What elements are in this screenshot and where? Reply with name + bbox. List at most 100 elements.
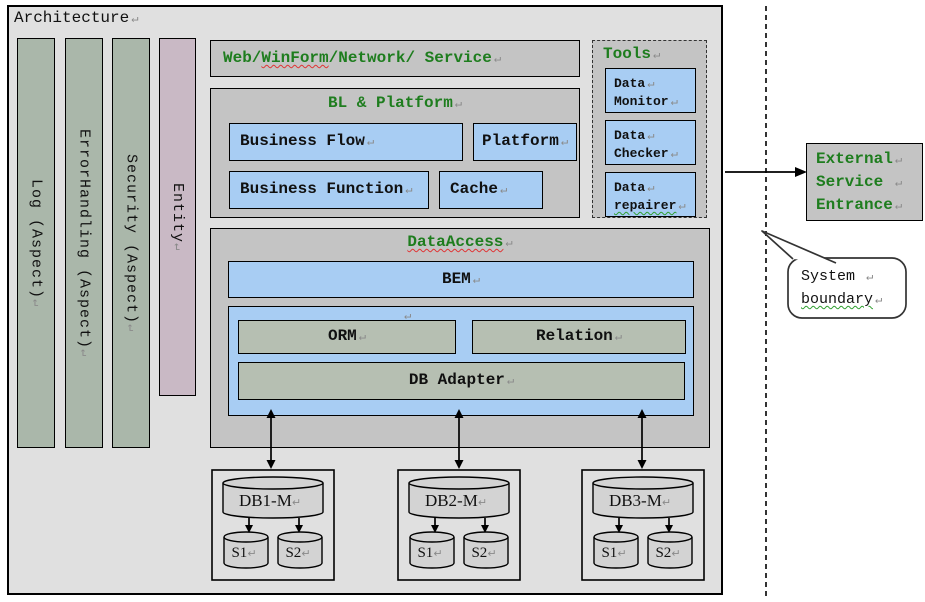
aspect-bar-security: Security (Aspect)↵ [112, 38, 150, 448]
data-access-title-text: DataAccess [407, 233, 504, 251]
business-flow-label: Business Flow [240, 132, 365, 150]
paragraph-mark: ↵ [301, 547, 310, 560]
paragraph-mark: ↵ [405, 182, 413, 196]
db2-slave2-label: S2 [471, 545, 487, 561]
paragraph-mark: ↵ [366, 134, 375, 148]
db1-master-cylinder [222, 483, 324, 519]
business-function-box: Business Function↵ [229, 171, 429, 209]
svg-text:S2↵: S2↵ [655, 545, 680, 561]
svg-text:DB1-M↵: DB1-M↵ [239, 491, 301, 510]
svg-text:S1↵: S1↵ [231, 545, 256, 561]
paragraph-mark: ↵ [614, 329, 623, 343]
svg-text:S2↵: S2↵ [471, 545, 496, 561]
web-service-label-pre: Web/ [223, 49, 262, 67]
db2-slave1-label: S1 [417, 545, 433, 561]
external-service-box: External↵ Service ↵ Entrance↵ [806, 143, 923, 221]
bem-box: BEM↵ [228, 261, 694, 298]
db3-master-label: DB3-M [609, 491, 662, 510]
paragraph-mark: ↵ [433, 547, 442, 560]
platform-box: Platform↵ [473, 123, 577, 161]
paragraph-mark: ↵ [131, 11, 139, 25]
paragraph-mark: ↵ [171, 242, 186, 252]
paragraph-mark: ↵ [647, 128, 655, 142]
paragraph-mark: ↵ [678, 198, 686, 212]
tools-title: Tools↵ [603, 45, 660, 63]
aspect-bar-errorhandling-label: ErrorHandling (Aspect) [75, 128, 93, 349]
paragraph-mark: ↵ [404, 309, 412, 323]
paragraph-mark: ↵ [894, 152, 903, 166]
db3-slave1-cylinder [593, 537, 639, 569]
aspect-bar-entity-label: Entity [169, 182, 186, 243]
paragraph-mark: ↵ [487, 547, 496, 560]
paragraph-mark: ↵ [662, 496, 671, 509]
db-group-2-border [397, 469, 521, 581]
external-service-line1: External [816, 150, 893, 168]
paragraph-mark: ↵ [670, 146, 678, 160]
db-group-1-border [211, 469, 335, 581]
tools-title-text: Tools [603, 45, 652, 63]
db-group-2: DB2-M↵ S1↵ S2↵ [397, 469, 521, 581]
db1-slave1-label: S1 [231, 545, 247, 561]
paragraph-mark: ↵ [617, 547, 626, 560]
bl-platform-title-text: BL & Platform [327, 94, 453, 112]
db2-master-label: DB2-M [425, 491, 478, 510]
paragraph-mark: ↵ [472, 272, 481, 286]
db2-master-cylinder [408, 483, 510, 519]
relation-box: Relation↵ [472, 320, 686, 354]
db1-slave2-cylinder [277, 537, 323, 569]
db-group-3: DB3-M↵ S1↵ S2↵ [581, 469, 705, 581]
paragraph-mark: ↵ [506, 373, 515, 387]
paragraph-mark: ↵ [454, 96, 463, 110]
paragraph-mark: ↵ [247, 547, 256, 560]
aspect-bar-security-label: Security (Aspect) [122, 153, 140, 324]
relation-label: Relation [535, 327, 613, 345]
data-checker-box: Data↵ Checker↵ [605, 120, 696, 165]
aspect-bar-log: Log (Aspect)↵ [17, 38, 55, 448]
data-monitor-line2: Monitor [614, 94, 669, 109]
architecture-title: Architecture↵ [14, 9, 138, 27]
external-service-arrow [725, 167, 807, 177]
svg-text:S1↵: S1↵ [417, 545, 442, 561]
db-group-3-border [581, 469, 705, 581]
double-arrow-db1 [266, 409, 276, 469]
web-service-box: Web/WinForm/Network/ Service↵ [210, 40, 580, 77]
paragraph-mark: ↵ [505, 235, 513, 249]
orm-label: ORM [327, 327, 357, 345]
architecture-title-text: Architecture [14, 9, 130, 27]
platform-label: Platform [482, 132, 559, 150]
db-adapter-label: DB Adapter [408, 371, 505, 389]
paragraph-mark: ↵ [894, 198, 903, 212]
paragraph-mark: ↵ [653, 47, 661, 61]
paragraph-mark: ↵ [358, 329, 367, 343]
orm-box: ORM↵ [238, 320, 456, 354]
data-access-inner-container: ↵ ORM↵ Relation↵ DB Adapter↵ [228, 306, 694, 416]
paragraph-mark: ↵ [894, 175, 903, 189]
paragraph-mark: ↵ [875, 292, 883, 306]
callout-line2: boundary [801, 291, 874, 308]
double-arrow-db2 [454, 409, 464, 469]
paragraph-mark: ↵ [30, 298, 44, 308]
system-boundary-callout-bubble [761, 230, 907, 319]
db-adapter-box: DB Adapter↵ [238, 362, 685, 400]
cache-box: Cache↵ [439, 171, 543, 209]
svg-text:DB2-M↵: DB2-M↵ [425, 491, 487, 510]
bl-platform-title: BL & Platform↵ [211, 94, 579, 112]
cache-label: Cache [450, 180, 499, 198]
data-monitor-box: Data↵ Monitor↵ [605, 68, 696, 113]
business-function-label: Business Function [240, 180, 404, 198]
double-arrow-db3 [637, 409, 647, 469]
external-service-line2: Service [816, 173, 893, 191]
svg-text:S2↵: S2↵ [285, 545, 310, 561]
data-repairer-line2: repairer [614, 198, 677, 213]
db-group-1: DB1-M↵ S1↵ S2↵ [211, 469, 335, 581]
data-access-title: DataAccess↵ [211, 233, 709, 251]
data-repairer-box: Data↵ repairer↵ [605, 172, 696, 217]
data-monitor-line1: Data [614, 76, 646, 91]
db2-slave2-cylinder [463, 537, 509, 569]
paragraph-mark: ↵ [125, 323, 139, 333]
external-service-line3: Entrance [816, 196, 893, 214]
business-flow-box: Business Flow↵ [229, 123, 463, 161]
paragraph-mark: ↵ [478, 496, 487, 509]
paragraph-mark: ↵ [647, 180, 655, 194]
aspect-bar-log-label: Log (Aspect) [27, 178, 45, 299]
